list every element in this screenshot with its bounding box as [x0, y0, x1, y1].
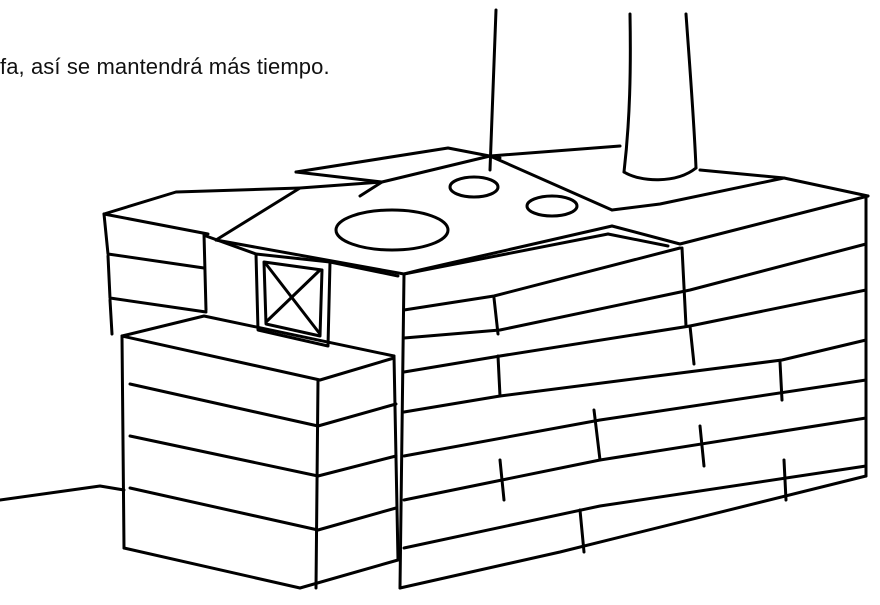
chimney-pipe [488, 8, 698, 182]
stove-top [214, 144, 870, 276]
large-burner-hole [334, 208, 450, 252]
caption-text: fa, así se mantendrá más tiempo. [0, 54, 330, 79]
cooking-holes [334, 175, 579, 252]
small-burner-hole [448, 175, 500, 199]
ground-line [0, 484, 126, 502]
firebox-opening [204, 234, 400, 348]
front-left-block [120, 314, 400, 590]
back-left-bricks [102, 186, 302, 336]
small-burner-hole [525, 194, 579, 218]
front-right-wall [398, 194, 868, 590]
